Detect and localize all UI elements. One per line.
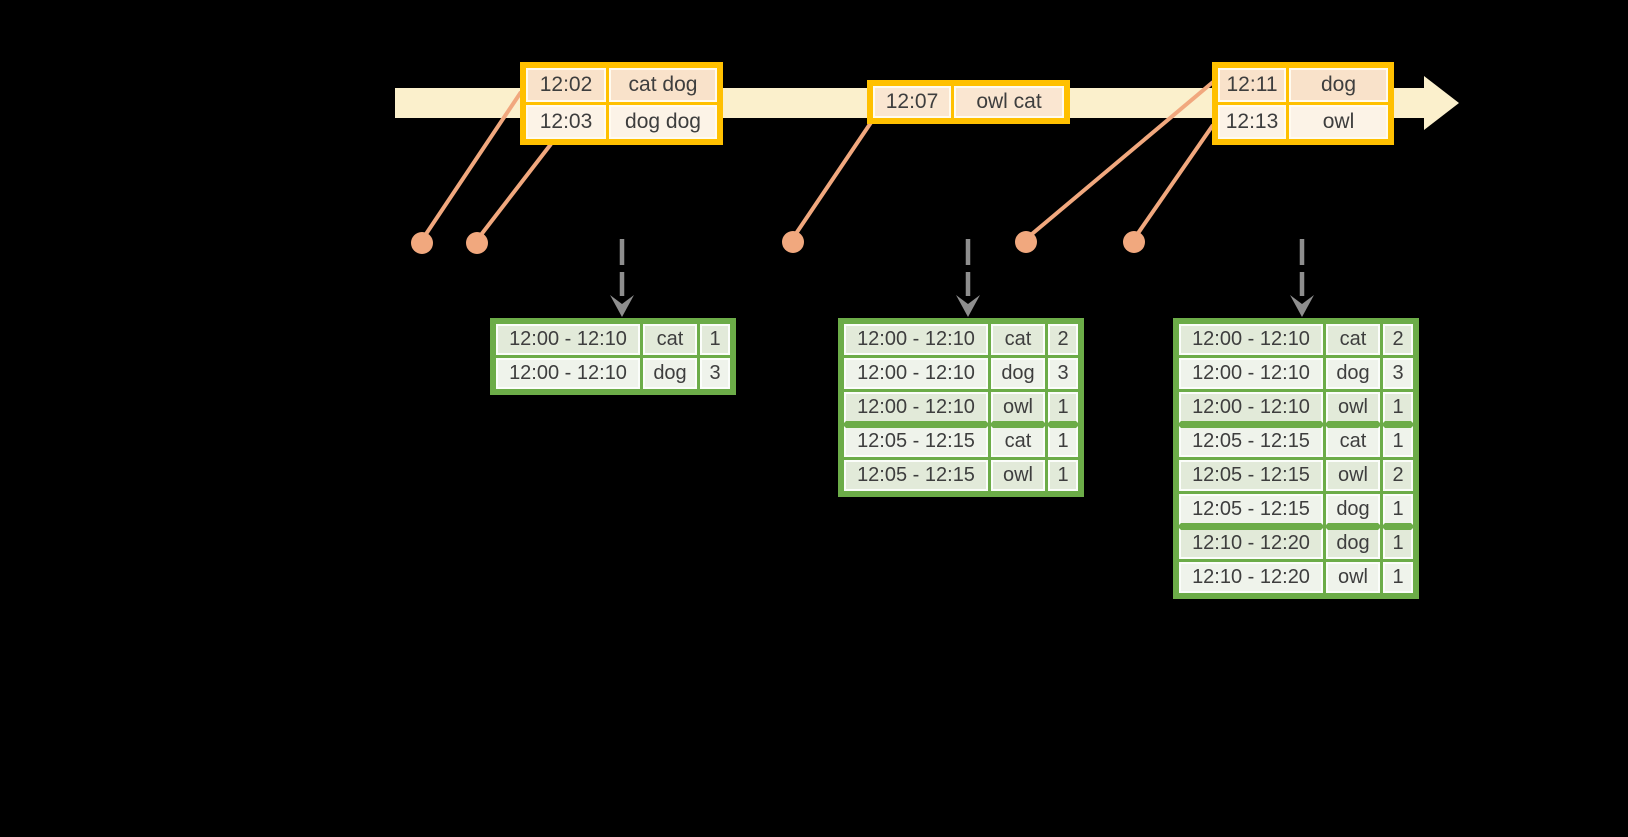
event-words-cell: owl (1289, 105, 1388, 139)
count-cell: 2 (1383, 460, 1413, 491)
event-time-cell: 12:13 (1218, 105, 1286, 139)
word-cell: owl (991, 392, 1045, 423)
word-cell: cat (991, 426, 1045, 457)
count-cell: 2 (1048, 324, 1078, 355)
word-cell: owl (1326, 392, 1380, 423)
window-cell: 12:00 - 12:10 (496, 358, 640, 389)
word-cell: dog (1326, 494, 1380, 525)
trigger-arrowhead-icon (956, 295, 980, 317)
event-time-cell: 12:02 (526, 68, 606, 102)
word-cell: cat (1326, 324, 1380, 355)
word-cell: cat (991, 324, 1045, 355)
count-cell: 1 (1048, 426, 1078, 457)
count-cell: 1 (1383, 392, 1413, 423)
event-words-cell: cat dog (609, 68, 717, 102)
count-cell: 1 (1383, 494, 1413, 525)
window-cell: 12:00 - 12:10 (1179, 358, 1323, 389)
event-time-dot (1123, 231, 1145, 253)
window-cell: 12:05 - 12:15 (844, 426, 988, 457)
event-words-cell: owl cat (954, 86, 1064, 118)
event-time-dot (782, 231, 804, 253)
event-time-cell: 12:11 (1218, 68, 1286, 102)
trigger-arrowhead-icon (1290, 295, 1314, 317)
window-cell: 12:05 - 12:15 (1179, 460, 1323, 491)
window-cell: 12:00 - 12:10 (844, 324, 988, 355)
trigger-arrowhead-icon (610, 295, 634, 317)
word-cell: owl (1326, 460, 1380, 491)
event-words-cell: dog (1289, 68, 1388, 102)
event-time-cell: 12:03 (526, 105, 606, 139)
event-connector-line (791, 119, 874, 240)
window-cell: 12:00 - 12:10 (844, 392, 988, 423)
count-cell: 1 (700, 324, 730, 355)
window-cell: 12:05 - 12:15 (844, 460, 988, 491)
event-connector-line (420, 90, 523, 242)
window-cell: 12:00 - 12:10 (1179, 392, 1323, 423)
word-cell: dog (1326, 528, 1380, 559)
event-time-dot (466, 232, 488, 254)
count-cell: 1 (1383, 528, 1413, 559)
count-cell: 1 (1048, 392, 1078, 423)
event-time-dot (1015, 231, 1037, 253)
count-cell: 1 (1383, 562, 1413, 593)
word-cell: cat (643, 324, 697, 355)
event-words-cell: dog dog (609, 105, 717, 139)
event-connector-line (1024, 80, 1215, 241)
window-cell: 12:00 - 12:10 (496, 324, 640, 355)
window-cell: 12:00 - 12:10 (1179, 324, 1323, 355)
count-cell: 3 (1048, 358, 1078, 389)
word-cell: dog (643, 358, 697, 389)
window-cell: 12:05 - 12:15 (1179, 494, 1323, 525)
word-cell: dog (1326, 358, 1380, 389)
event-time-dot (411, 232, 433, 254)
event-time-cell: 12:07 (873, 86, 951, 118)
event-connector-line (475, 142, 553, 242)
timeline-arrowhead (1424, 76, 1459, 130)
event-connector-line (1132, 123, 1215, 241)
word-cell: dog (991, 358, 1045, 389)
window-cell: 12:00 - 12:10 (844, 358, 988, 389)
window-cell: 12:10 - 12:20 (1179, 562, 1323, 593)
window-cell: 12:10 - 12:20 (1179, 528, 1323, 559)
count-cell: 3 (700, 358, 730, 389)
word-cell: owl (991, 460, 1045, 491)
count-cell: 1 (1048, 460, 1078, 491)
count-cell: 2 (1383, 324, 1413, 355)
count-cell: 1 (1383, 426, 1413, 457)
word-cell: owl (1326, 562, 1380, 593)
window-cell: 12:05 - 12:15 (1179, 426, 1323, 457)
count-cell: 3 (1383, 358, 1413, 389)
word-cell: cat (1326, 426, 1380, 457)
